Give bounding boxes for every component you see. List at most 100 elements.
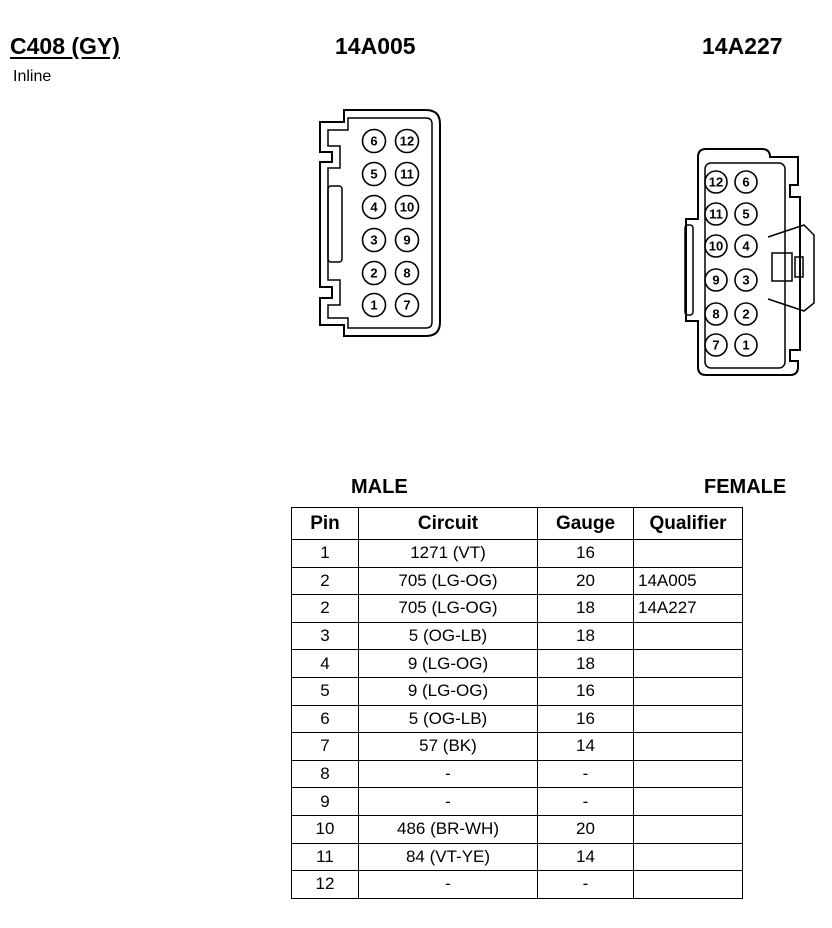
pin-3-circle xyxy=(734,234,758,258)
gauge-cell: 16 xyxy=(537,676,634,706)
qualifier-cell xyxy=(633,814,743,844)
circuit-cell: 5 (OG-LB) xyxy=(358,621,538,651)
gauge-cell: 14 xyxy=(537,732,634,761)
connector-type: Inline xyxy=(13,68,52,85)
qualifier-cell: 14A227 xyxy=(633,594,743,623)
pin-2-circle xyxy=(361,227,387,253)
pin-10-circle xyxy=(394,161,420,187)
pin-cell: 9 xyxy=(291,787,359,816)
pin-8-label: 9 xyxy=(712,273,719,288)
pin-8-circle xyxy=(704,268,728,292)
pin-9-label: 10 xyxy=(709,239,723,254)
pin-6-label: 7 xyxy=(403,298,410,313)
circuit-cell: 486 (BR-WH) xyxy=(358,814,538,844)
pin-3-label: 4 xyxy=(370,200,378,215)
pin-cell: 11 xyxy=(291,842,359,872)
gauge-cell: - xyxy=(537,787,634,816)
column-header-qualifier: Qualifier xyxy=(633,507,743,540)
pin-2-circle xyxy=(734,268,758,292)
qualifier-cell xyxy=(633,539,743,568)
pin-6-circle xyxy=(394,292,420,318)
pin-1-circle xyxy=(734,302,758,326)
pin-7-circle xyxy=(704,302,728,326)
pin-4-circle xyxy=(361,161,387,187)
pin-4-label: 5 xyxy=(370,167,377,182)
pin-5-circle xyxy=(361,128,387,154)
pin-cell: 8 xyxy=(291,759,359,789)
pin-5-circle xyxy=(734,170,758,194)
connector-title: C408 (GY) xyxy=(10,33,120,59)
pin-2-label: 3 xyxy=(370,233,377,248)
pin-cell: 1 xyxy=(291,539,359,568)
circuit-cell: 57 (BK) xyxy=(358,732,538,761)
pin-4-circle xyxy=(734,202,758,226)
circuit-cell: 9 (LG-OG) xyxy=(358,676,538,706)
qualifier-cell xyxy=(633,870,743,899)
pin-cell: 3 xyxy=(291,621,359,651)
pin-7-circle xyxy=(394,260,420,286)
circuit-cell: 705 (LG-OG) xyxy=(358,594,538,623)
pin-11-label: 12 xyxy=(400,134,414,149)
pin-cell: 10 xyxy=(291,814,359,844)
circuit-cell: - xyxy=(358,787,538,816)
qualifier-cell xyxy=(633,787,743,816)
pin-1-circle xyxy=(361,260,387,286)
circuit-cell: - xyxy=(358,870,538,899)
qualifier-cell xyxy=(633,676,743,706)
pin-4-label: 5 xyxy=(742,207,749,222)
gauge-cell: 20 xyxy=(537,814,634,844)
gauge-cell: 14 xyxy=(537,842,634,872)
qualifier-cell xyxy=(633,649,743,678)
circuit-cell: 705 (LG-OG) xyxy=(358,566,538,596)
column-header-pin: Pin xyxy=(291,507,359,540)
pin-0-label: 1 xyxy=(742,338,749,353)
pin-7-label: 8 xyxy=(712,307,719,322)
pin-3-circle xyxy=(361,194,387,220)
qualifier-cell xyxy=(633,759,743,789)
gauge-cell: 16 xyxy=(537,539,634,568)
pin-9-circle xyxy=(394,194,420,220)
table-row: 9-- xyxy=(291,787,743,816)
pin-cell: 5 xyxy=(291,676,359,706)
pin-8-circle xyxy=(394,227,420,253)
column-header-circuit: Circuit xyxy=(358,507,538,540)
pin-10-circle xyxy=(704,202,728,226)
pin-1-label: 2 xyxy=(742,307,749,322)
gauge-cell: - xyxy=(537,759,634,789)
pin-9-circle xyxy=(704,234,728,258)
pin-cell: 7 xyxy=(291,732,359,761)
qualifier-cell xyxy=(633,621,743,651)
pin-cell: 2 xyxy=(291,566,359,596)
pin-0-label: 1 xyxy=(370,298,377,313)
circuit-cell: 9 (LG-OG) xyxy=(358,649,538,678)
circuit-cell: 84 (VT-YE) xyxy=(358,842,538,872)
table-row: 8-- xyxy=(291,759,743,789)
pin-10-label: 11 xyxy=(400,167,414,182)
column-header-gauge: Gauge xyxy=(537,507,634,540)
gauge-cell: 18 xyxy=(537,621,634,651)
male-label: MALE xyxy=(351,476,408,498)
pin-cell: 4 xyxy=(291,649,359,678)
gauge-cell: 18 xyxy=(537,594,634,623)
pin-3-label: 4 xyxy=(742,239,750,254)
table-header-row: Pin Circuit Gauge Qualifier xyxy=(291,507,743,540)
circuit-cell: 1271 (VT) xyxy=(358,539,538,568)
pin-cell: 2 xyxy=(291,594,359,623)
qualifier-cell xyxy=(633,704,743,734)
pin-5-label: 6 xyxy=(370,134,377,149)
qualifier-cell: 14A005 xyxy=(633,566,743,596)
pin-0-circle xyxy=(734,333,758,357)
part-number-right: 14A227 xyxy=(702,33,783,59)
pin-cell: 12 xyxy=(291,870,359,899)
circuit-cell: - xyxy=(358,759,538,789)
